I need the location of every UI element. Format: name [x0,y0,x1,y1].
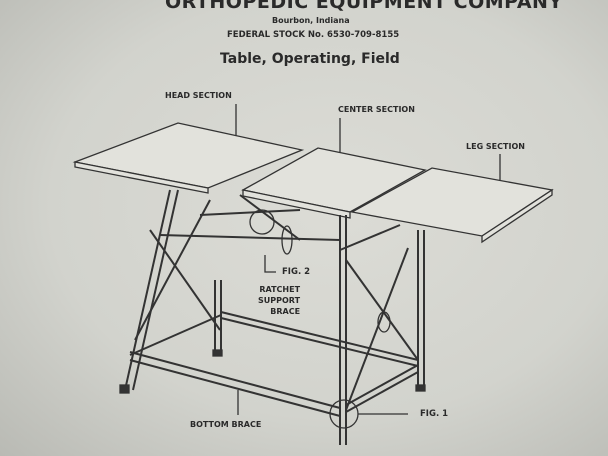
fig1-detail-circle [329,399,359,429]
leader-fig2 [264,255,276,273]
label-support: SUPPORT [258,296,301,305]
label-fig1: FIG. 1 [420,409,449,419]
label-head-section: HEAD SECTION [165,91,232,100]
foot [415,384,426,392]
federal-stock-number: FEDERAL STOCK No. 6530-709-8155 [227,30,400,40]
company-name: ORTHOPEDIC EQUIPMENT COMPANY [165,0,563,13]
label-ratchet: RATCHET [259,285,301,294]
foot [212,349,223,357]
label-ratchet-support-brace: RATCHET SUPPORT BRACE [258,284,300,317]
label-leg-section: LEG SECTION [466,142,525,151]
head-section-board [72,122,305,194]
foot [119,384,130,394]
fig2-detail-circle [249,209,275,235]
center-section-board [241,147,427,219]
brace-joint [377,311,391,333]
label-center-section: CENTER SECTION [338,105,415,114]
label-brace: BRACE [270,307,301,316]
document-title: Table, Operating, Field [220,51,400,67]
label-bottom-brace: BOTTOM BRACE [190,420,262,429]
company-location: Bourbon, Indiana [272,16,350,25]
label-fig2: FIG. 2 [282,267,311,277]
frame [124,189,425,445]
ratchet [281,225,293,255]
leg-section-board [350,167,554,244]
